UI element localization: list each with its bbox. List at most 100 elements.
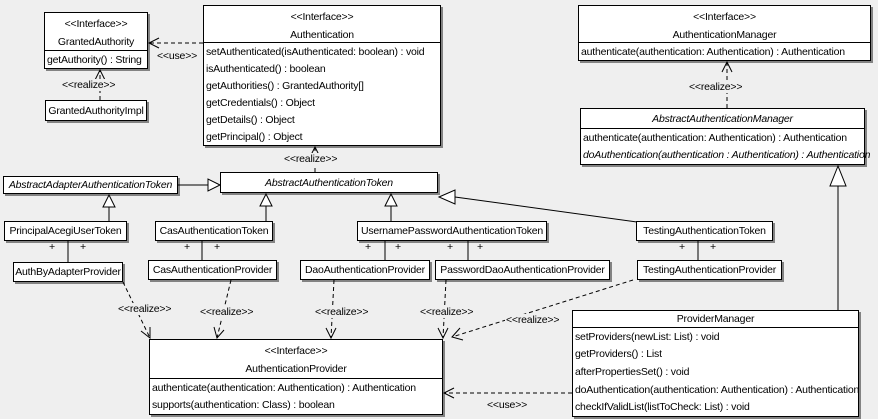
class-abstract-adapter-authentication-token[interactable]: AbstractAdapterAuthenticationToken <box>3 176 178 194</box>
class-testing-authentication-token[interactable]: TestingAuthenticationToken <box>636 221 773 241</box>
use-label-providermanager: <<use>> <box>486 399 529 411</box>
arrowhead-use-authenticationprovider <box>442 387 455 399</box>
class-principal-acegi-user-token[interactable]: PrincipalAcegiUserToken <box>4 221 127 241</box>
class-name: DaoAuthenticationProvider <box>305 264 425 276</box>
class-authentication-provider[interactable]: <<Interface>> AuthenticationProvider aut… <box>149 339 443 415</box>
class-name: CasAuthenticationToken <box>159 225 269 237</box>
class-name: UsernamePasswordAuthenticationToken <box>360 225 544 237</box>
plus-marker: + <box>679 241 685 253</box>
class-cas-authentication-provider[interactable]: CasAuthenticationProvider <box>148 260 277 280</box>
realize-label-abstracttoken: <<realize>> <box>283 153 339 165</box>
method: setProviders(newList: List) : void <box>575 330 720 343</box>
triangle-into-abstractmanager <box>829 164 847 187</box>
method: authenticate(authentication: Authenticat… <box>581 45 845 58</box>
arrowhead-realize-grantedauthority <box>94 68 106 81</box>
method: getAuthority() : String <box>47 53 142 66</box>
generalization-edges <box>108 184 839 310</box>
triangle-into-abstracttoken-cas <box>259 192 273 207</box>
method: isAuthenticated() : boolean <box>206 62 326 75</box>
method-compartment: authenticate(authentication: Authenticat… <box>150 379 442 414</box>
arrowhead-realize-b <box>213 326 225 340</box>
method-compartment: setAuthenticated(isAuthenticated: boolea… <box>204 43 440 145</box>
triangle-into-abstractadapter <box>102 193 116 208</box>
plus-marker: + <box>184 241 190 253</box>
method: getCredentials() : Object <box>206 96 315 109</box>
class-granted-authority-impl[interactable]: GrantedAuthorityImpl <box>45 100 147 121</box>
class-name: ProviderManager <box>573 311 858 328</box>
class-name: CasAuthenticationProvider <box>152 264 273 276</box>
class-name: AuthenticationManager <box>672 29 777 41</box>
arrowhead-realize-d <box>437 327 449 340</box>
method-compartment: authenticate(authentication: Authenticat… <box>581 129 871 164</box>
realize-label-authbyadapter: <<realize>> <box>117 303 173 315</box>
class-password-dao-authentication-provider[interactable]: PasswordDaoAuthenticationProvider <box>435 260 610 280</box>
class-auth-by-adapter-provider[interactable]: AuthByAdapterProvider <box>13 262 123 282</box>
stereotype-label: <<Interface>> <box>64 18 128 30</box>
method: authenticate(authentication: Authenticat… <box>583 131 847 144</box>
method: authenticate(authentication: Authenticat… <box>152 381 416 394</box>
realize-label-cas: <<realize>> <box>199 306 255 318</box>
triangle-into-abstracttoken-right <box>437 189 456 205</box>
realize-label-testing: <<realize>> <box>505 314 561 326</box>
class-provider-manager[interactable]: ProviderManager setProviders(newList: Li… <box>572 310 859 417</box>
realize-label-grantedauthorityimpl: <<realize>> <box>61 79 117 91</box>
method: supports(authentication: Class) : boolea… <box>152 399 335 412</box>
realize-edge-testingprovider <box>451 279 634 338</box>
generalization-triangles <box>102 164 847 208</box>
class-testing-authentication-provider[interactable]: TestingAuthenticationProvider <box>637 260 782 280</box>
class-name: Authentication <box>290 29 354 41</box>
method-compartment: setProviders(newList: List) : void getPr… <box>573 328 860 416</box>
abstract-method: doAuthentication(authentication : Authen… <box>583 149 871 162</box>
class-name: AbstractAuthenticationToken <box>265 176 393 189</box>
plus-marker: + <box>395 241 401 253</box>
realize-label-passworddao: <<realize>> <box>419 306 475 318</box>
class-name: AbstractAdapterAuthenticationToken <box>8 179 173 191</box>
arrowhead-realize-e <box>451 327 464 341</box>
class-name: GrantedAuthorityImpl <box>48 104 144 117</box>
class-cas-authentication-token[interactable]: CasAuthenticationToken <box>155 221 273 241</box>
stereotype-label: <<Interface>> <box>290 11 354 23</box>
class-name: PasswordDaoAuthenticationProvider <box>440 264 605 276</box>
method: getDetails() : Object <box>206 113 295 126</box>
method: afterPropertiesSet() : void <box>575 365 690 378</box>
class-name: AbstractAuthenticationManager <box>581 109 864 129</box>
class-granted-authority[interactable]: <<Interface>> GrantedAuthority getAuthor… <box>44 12 148 69</box>
open-arrowheads <box>94 37 733 399</box>
plus-marker: + <box>49 241 55 253</box>
class-header: <<Interface>> AuthenticationProvider <box>150 340 442 379</box>
method-compartment: authenticate(authentication: Authenticat… <box>579 43 870 60</box>
use-label-grantedauthority: <<use>> <box>156 50 199 62</box>
stereotype-label: <<Interface>> <box>693 11 756 23</box>
class-name: AuthenticationProvider <box>245 363 347 375</box>
method: doAuthentication(authentication: Authent… <box>575 383 860 396</box>
class-name: TestingAuthenticationToken <box>643 225 766 237</box>
arrowhead-realize-a <box>140 327 151 340</box>
class-name: AuthByAdapterProvider <box>15 266 121 278</box>
method: getProviders() : List <box>575 348 662 361</box>
association-edges <box>67 241 699 262</box>
class-abstract-authentication-manager[interactable]: AbstractAuthenticationManager authentica… <box>580 108 871 165</box>
plus-marker: + <box>447 241 453 253</box>
class-name: GrantedAuthority <box>57 36 135 48</box>
plus-marker: + <box>477 241 483 253</box>
edge-testingtoken-extends-abstracttoken <box>454 196 638 223</box>
method: checkIfValidList(listToCheck: List) : vo… <box>575 401 750 414</box>
method-compartment: getAuthority() : String <box>45 51 147 68</box>
class-name: PrincipalAcegiUserToken <box>9 225 122 237</box>
method: getAuthorities() : GrantedAuthority[] <box>206 79 364 92</box>
class-header: <<Interface>> Authentication <box>204 6 440 43</box>
class-authentication-manager[interactable]: <<Interface>> AuthenticationManager auth… <box>578 5 871 61</box>
plus-marker: + <box>214 241 220 253</box>
method: setAuthenticated(isAuthenticated: boolea… <box>206 45 425 58</box>
class-dao-authentication-provider[interactable]: DaoAuthenticationProvider <box>300 260 430 280</box>
arrowhead-realize-authenticationmanager <box>721 60 733 73</box>
plus-marker: + <box>365 241 371 253</box>
triangle-into-abstracttoken-left <box>207 178 222 192</box>
class-username-password-authentication-token[interactable]: UsernamePasswordAuthenticationToken <box>357 221 547 241</box>
class-header: <<Interface>> GrantedAuthority <box>45 13 147 51</box>
arrowhead-realize-c <box>325 327 337 340</box>
class-header: <<Interface>> AuthenticationManager <box>579 6 870 43</box>
class-abstract-authentication-token[interactable]: AbstractAuthenticationToken <box>220 172 438 193</box>
class-authentication[interactable]: <<Interface>> Authentication setAuthenti… <box>203 5 441 146</box>
